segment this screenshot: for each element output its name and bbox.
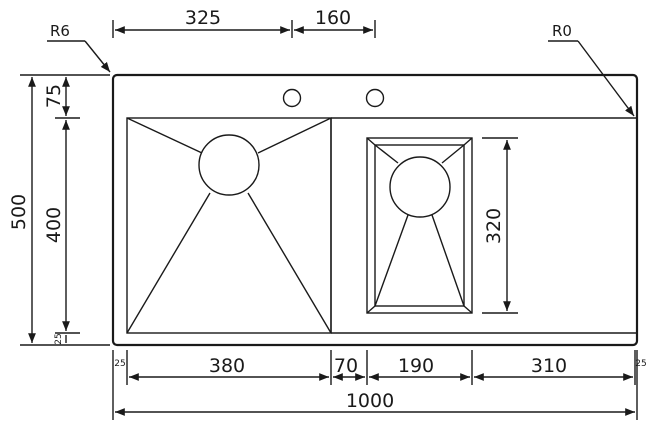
- small-bowl: [366, 137, 473, 314]
- dim-small-bowl-width: 190: [398, 355, 434, 377]
- radius-leader-left: R6: [47, 22, 111, 73]
- top-dimensions: 325 160: [112, 7, 376, 38]
- dim-main-bowl-width: 380: [209, 355, 245, 377]
- tap-hole-left: [282, 88, 302, 108]
- small-bowl-drain: [389, 156, 451, 218]
- small-bowl-depth-dimension: 320: [482, 137, 518, 314]
- radius-leader-right: R0: [548, 22, 635, 117]
- left-dimensions: 500 75 400 25: [8, 74, 110, 346]
- main-bowl: [126, 117, 332, 334]
- dim-left-edge: 25: [114, 359, 125, 369]
- dim-drainer-width: 310: [531, 355, 567, 377]
- dim-divider: 70: [334, 355, 358, 377]
- main-bowl-drain: [198, 134, 260, 196]
- tap-hole-right: [365, 88, 385, 108]
- dim-front-margin: 25: [54, 333, 64, 344]
- dim-back-margin: 75: [43, 84, 65, 108]
- dim-small-bowl-depth: 320: [483, 208, 505, 244]
- bottom-dimensions: 25 380 70 190 310 25 1000: [112, 350, 647, 420]
- dim-right-edge: 25: [635, 359, 646, 369]
- radius-label-left: R6: [50, 22, 70, 40]
- dim-tap-spacing: 160: [315, 7, 351, 29]
- dim-overall-width: 1000: [346, 390, 394, 412]
- dim-overall-depth: 500: [8, 194, 30, 230]
- radius-label-right: R0: [552, 22, 572, 40]
- dim-tap-offset: 325: [185, 7, 221, 29]
- dim-bowl-depth: 400: [43, 207, 65, 243]
- sink-top-outline: [111, 73, 639, 347]
